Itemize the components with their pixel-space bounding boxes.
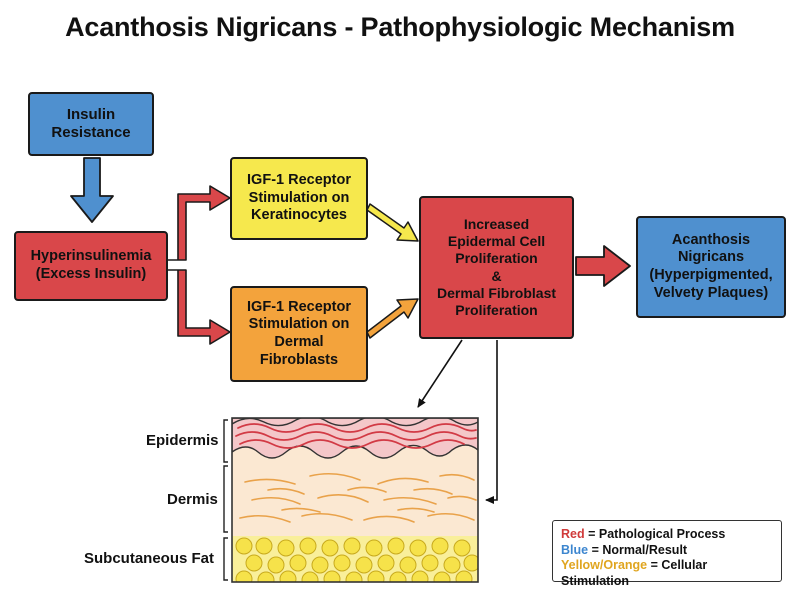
legend-row-yellow: Yellow/Orange = Cellular Stimulation (561, 558, 773, 589)
arrow-proliferation-to-dermis (485, 340, 498, 504)
node-acanthosis-nigricans: Acanthosis Nigricans (Hyperpigmented, Ve… (636, 216, 786, 318)
arrow-hyperinsulinemia-to-igf1-keratinocytes (167, 185, 231, 261)
node-insulin-resistance: Insulin Resistance (28, 92, 154, 156)
label-epidermis: Epidermis (146, 432, 219, 449)
label-dermis: Dermis (167, 491, 218, 508)
legend-row-red: Red = Pathological Process (561, 527, 773, 543)
arrow-hyperinsulinemia-to-igf1-fibroblasts (167, 269, 231, 345)
arrow-proliferation-to-epidermis (417, 339, 463, 408)
page-title: Acanthosis Nigricans - Pathophysiologic … (65, 12, 735, 42)
legend-key-red: Red (561, 527, 585, 541)
arrow-fibroblasts-to-proliferation (366, 298, 419, 339)
arrow-resistance-to-hyperinsulinemia (70, 157, 114, 223)
legend-text-red: = Pathological Process (584, 527, 726, 541)
label-subcutaneous-fat: Subcutaneous Fat (84, 550, 215, 567)
legend-text-yellow: = Cellular Stimulation (561, 558, 708, 588)
legend-key-yellow: Yellow/Orange (561, 558, 648, 573)
node-proliferation: Increased Epidermal Cell Proliferation &… (419, 196, 574, 339)
legend-key-blue: Blue (561, 542, 589, 557)
legend-row-blue: Blue = Normal/Result (561, 543, 773, 559)
dermis-fibers (239, 472, 477, 523)
fat-cells (235, 537, 478, 582)
epidermis-layer (232, 418, 478, 459)
arrow-proliferation-to-acanthosis (575, 245, 631, 287)
bracket-epidermis (223, 419, 228, 463)
bracket-dermis (223, 465, 228, 533)
skin-cross-section (232, 418, 478, 582)
node-igf1-fibroblasts: IGF-1 Receptor Stimulation on Dermal Fib… (230, 286, 368, 382)
legend-text-blue: = Normal/Result (588, 542, 688, 557)
arrow-keratinocytes-to-proliferation (366, 203, 419, 242)
skin-section-border (231, 417, 479, 583)
node-hyperinsulinemia: Hyperinsulinemia (Excess Insulin) (14, 231, 168, 301)
bracket-fat (223, 537, 228, 581)
skin-surface (232, 418, 478, 427)
node-igf1-keratinocytes: IGF-1 Receptor Stimulation on Keratinocy… (230, 157, 368, 240)
epidermis-lines (235, 423, 477, 449)
legend: Red = Pathological Process Blue = Normal… (552, 520, 782, 588)
